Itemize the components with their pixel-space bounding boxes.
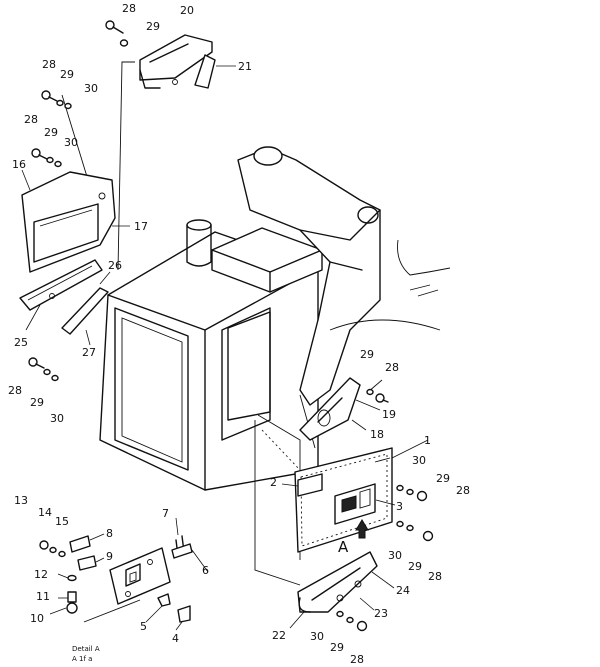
callout-4: 4 <box>172 632 179 645</box>
callout-3: 3 <box>396 500 403 513</box>
callout-5: 5 <box>140 620 147 633</box>
callout-29: 29 <box>44 126 58 139</box>
callout-29: 29 <box>330 641 344 654</box>
callout-30: 30 <box>310 630 324 643</box>
callout-26: 26 <box>108 259 122 272</box>
callout-18: 18 <box>370 428 384 441</box>
callout-13: 13 <box>14 494 28 507</box>
callout-21: 21 <box>238 60 252 73</box>
callout-29: 29 <box>408 560 422 573</box>
callout-29: 29 <box>30 396 44 409</box>
callout-29: 29 <box>146 20 160 33</box>
part-16-panel <box>21 171 116 273</box>
part-1-panel <box>294 447 393 553</box>
callout-28: 28 <box>350 653 364 666</box>
callout-2: 2 <box>270 476 277 489</box>
callout-29: 29 <box>436 472 450 485</box>
callout-14: 14 <box>38 506 52 519</box>
callout-28: 28 <box>385 361 399 374</box>
callout-9: 9 <box>106 550 113 563</box>
callout-1: 1 <box>424 434 431 447</box>
fasteners <box>28 20 434 632</box>
detail-a-assembly <box>39 535 193 623</box>
callout-28: 28 <box>456 484 470 497</box>
callout-6: 6 <box>202 564 209 577</box>
callout-28: 28 <box>122 2 136 15</box>
callout-28: 28 <box>24 113 38 126</box>
callout-20: 20 <box>180 4 194 17</box>
callout-30: 30 <box>84 82 98 95</box>
callout-15: 15 <box>55 515 69 528</box>
view-arrow-icon <box>355 519 369 539</box>
part-22-bracket <box>297 551 378 613</box>
part-20-bracket <box>139 34 213 89</box>
callout-leaders <box>21 65 429 631</box>
detail-scale: A 1f a <box>72 655 92 663</box>
callout-23: 23 <box>374 607 388 620</box>
callout-numbers: 28 29 20 21 28 29 30 28 29 30 16 17 26 2… <box>8 2 470 666</box>
callout-8: 8 <box>106 527 113 540</box>
view-marker: A <box>338 538 349 556</box>
part-19-bracket <box>299 377 361 441</box>
callout-19: 19 <box>382 408 396 421</box>
callout-7: 7 <box>162 507 169 520</box>
callout-29: 29 <box>360 348 374 361</box>
callout-30: 30 <box>388 549 402 562</box>
callout-24: 24 <box>396 584 410 597</box>
detail-title: Detail A <box>72 645 100 653</box>
callout-22: 22 <box>272 629 286 642</box>
callout-28: 28 <box>428 570 442 583</box>
callout-17: 17 <box>134 220 148 233</box>
part-21-plate <box>194 54 216 89</box>
callout-30: 30 <box>64 136 78 149</box>
callout-28: 28 <box>8 384 22 397</box>
callout-12: 12 <box>34 568 48 581</box>
machine-body <box>99 146 451 560</box>
callout-25: 25 <box>14 336 28 349</box>
callout-30: 30 <box>50 412 64 425</box>
callout-16: 16 <box>12 158 26 171</box>
callout-27: 27 <box>82 346 96 359</box>
callout-29: 29 <box>60 68 74 81</box>
callout-10: 10 <box>30 612 44 625</box>
part-25-tray <box>19 259 103 311</box>
part-26-strip <box>61 287 109 335</box>
callout-28: 28 <box>42 58 56 71</box>
callout-30: 30 <box>412 454 426 467</box>
callout-11: 11 <box>36 590 50 603</box>
